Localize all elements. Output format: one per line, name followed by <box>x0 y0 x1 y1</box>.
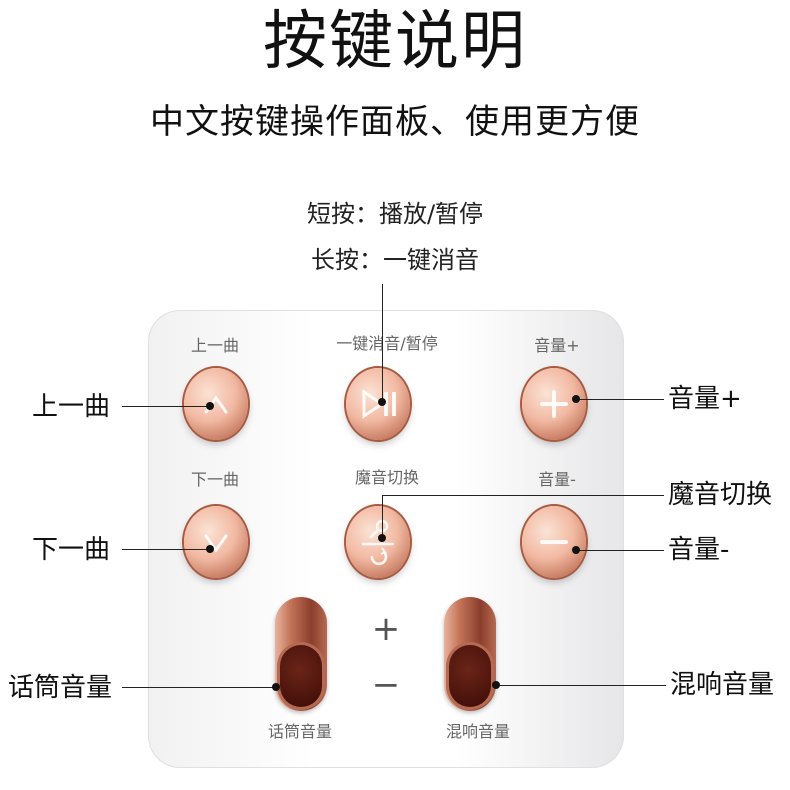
leader-dot-vol-down <box>572 546 580 554</box>
leader-dot-reverb-volume <box>492 681 500 689</box>
chevron-up-icon <box>204 395 228 414</box>
callout-vol-up: 音量+ <box>668 384 742 414</box>
next-button[interactable] <box>184 506 248 578</box>
leader-dot-vol-up <box>572 395 580 403</box>
leader-dot-prev <box>206 402 214 410</box>
mic-volume-knob[interactable] <box>280 645 322 707</box>
page-subtitle: 中文按键操作面板、使用更方便 <box>150 102 640 142</box>
label-voice-switch: 魔音切换 <box>354 468 419 487</box>
label-next: 下一曲 <box>190 470 239 489</box>
minus-icon <box>540 540 568 544</box>
label-reverb-volume: 混响音量 <box>445 722 510 741</box>
leader-dot-mic-volume <box>272 683 280 691</box>
long-press-note: 长按：一键消音 <box>311 246 479 274</box>
callout-prev: 上一曲 <box>32 392 111 422</box>
leader-mic-volume <box>122 687 276 688</box>
label-mic-volume: 话筒音量 <box>267 722 332 741</box>
leader-dot-voice-switch <box>378 534 386 542</box>
short-press-note: 短按：播放/暂停 <box>306 200 484 228</box>
plus-icon <box>540 390 568 418</box>
prev-button[interactable] <box>184 368 248 440</box>
label-prev: 上一曲 <box>190 336 239 355</box>
play-pause-icon <box>362 389 396 419</box>
callout-mic-volume: 话筒音量 <box>8 673 113 703</box>
voice-switch-button[interactable] <box>346 506 410 578</box>
leader-dot-play-pause <box>378 398 386 406</box>
leader-voice-switch-h <box>382 495 664 496</box>
voice-switch-icon <box>362 519 394 566</box>
minus-sign: − <box>371 665 401 705</box>
callout-vol-down: 音量- <box>668 535 730 565</box>
leader-play-pause <box>382 284 383 402</box>
label-mute-pause: 一键消音/暂停 <box>336 334 438 353</box>
reverb-volume-knob[interactable] <box>449 645 491 707</box>
leader-voice-switch-v <box>382 495 383 539</box>
plus-sign: + <box>371 609 401 649</box>
chevron-down-icon <box>204 534 228 553</box>
leader-vol-up <box>578 399 664 400</box>
callout-reverb-volume: 混响音量 <box>670 670 775 700</box>
volume-down-button[interactable] <box>522 506 586 578</box>
label-vol-down: 音量- <box>538 470 576 489</box>
leader-dot-next <box>206 545 214 553</box>
leader-prev <box>122 406 210 407</box>
leader-next <box>122 549 210 550</box>
leader-vol-down <box>578 550 664 551</box>
label-vol-up: 音量+ <box>534 336 580 355</box>
volume-up-button[interactable] <box>522 368 586 440</box>
callout-next: 下一曲 <box>32 535 111 565</box>
callout-voice-switch: 魔音切换 <box>668 480 773 510</box>
page-title: 按键说明 <box>263 5 527 79</box>
leader-reverb-volume <box>498 685 666 686</box>
